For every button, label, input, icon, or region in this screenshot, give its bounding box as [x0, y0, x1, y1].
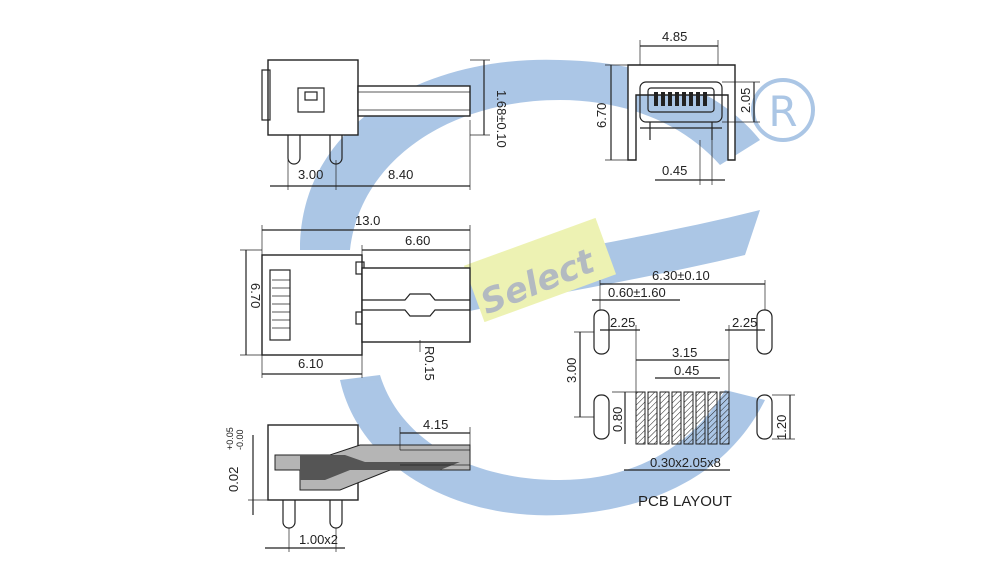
front-opening — [639, 81, 723, 123]
top-body-length-dim: 6.60 — [405, 233, 430, 248]
signal-pads — [635, 391, 730, 445]
top-rear-length-dim: 6.10 — [298, 356, 323, 371]
watermark-swoosh-bottom — [340, 375, 765, 516]
front-view: 4.85 6.70 2.05 0.45 — [594, 29, 760, 185]
pcb-pin-span-dim: 3.15 — [672, 345, 697, 360]
top-body — [261, 254, 363, 356]
pad-bottom-left — [593, 394, 610, 440]
pcb-right-offset-dim: 2.25 — [732, 315, 757, 330]
section-depth-dim: 4.15 — [423, 417, 448, 432]
side-pin-left — [287, 135, 301, 165]
pcb-layout-caption: PCB LAYOUT — [638, 493, 732, 510]
side-height-dim: 1.68±0.10 — [494, 90, 509, 148]
watermark-yellow-band — [463, 217, 617, 323]
section-pin-right — [329, 500, 343, 529]
pcb-right-height-dim: 1.20 — [774, 415, 789, 440]
front-inner-height-dim: 2.05 — [738, 88, 753, 113]
top-contacts — [272, 279, 290, 329]
pad-bottom-right — [756, 394, 773, 440]
side-plug — [357, 85, 471, 117]
pad-top-left — [593, 309, 610, 355]
top-overall-length-dim: 13.0 — [355, 213, 380, 228]
pad-top-right — [756, 309, 773, 355]
pcb-pin-pitch-dim: 0.45 — [674, 363, 699, 378]
side-view: 1.68±0.10 3.00 8.40 — [261, 59, 509, 190]
registered-mark-circle — [751, 78, 815, 142]
side-length-dim: 8.40 — [388, 167, 413, 182]
section-tol-plus: +0.05 — [225, 427, 235, 450]
section-tol-minus: -0.00 — [235, 429, 245, 450]
pcb-vertical-dim: 3.00 — [564, 358, 579, 383]
section-contact — [300, 455, 460, 480]
front-width-dim: 4.85 — [662, 29, 687, 44]
front-contacts — [654, 92, 707, 106]
registered-mark-letter: R — [768, 87, 797, 136]
top-notch — [362, 293, 470, 301]
top-view: 13.0 6.60 6.70 6.10 R0.15 — [240, 213, 471, 381]
pcb-pad-height-dim: 0.80 — [610, 407, 625, 432]
pcb-layout: 6.30±0.10 0.60±1.60 2.25 2.25 3.15 0.45 … — [564, 268, 795, 510]
front-pin-offset-dim: 0.45 — [662, 163, 687, 178]
top-plug — [361, 267, 471, 343]
pcb-left-offset-dim: 2.25 — [610, 315, 635, 330]
section-pin-left — [282, 500, 296, 529]
top-width-dim: 6.70 — [248, 283, 263, 308]
front-height-dim: 6.70 — [594, 103, 609, 128]
pcb-pad-dim: 0.60±1.60 — [608, 285, 666, 300]
front-shell — [627, 64, 736, 161]
section-tolerance-dim: 0.02 — [226, 467, 241, 492]
pcb-overall-dim: 6.30±0.10 — [652, 268, 710, 283]
side-pitch-dim: 3.00 — [298, 167, 323, 182]
section-view: 4.15 0.02 +0.05 -0.00 1.00x2 — [225, 417, 471, 552]
top-radius-note: R0.15 — [422, 346, 437, 381]
side-body — [267, 59, 359, 136]
pcb-pin-pad-dim: 0.30x2.05x8 — [650, 455, 721, 470]
section-pitch-dim: 1.00x2 — [299, 532, 338, 547]
side-latch-window — [297, 87, 325, 113]
